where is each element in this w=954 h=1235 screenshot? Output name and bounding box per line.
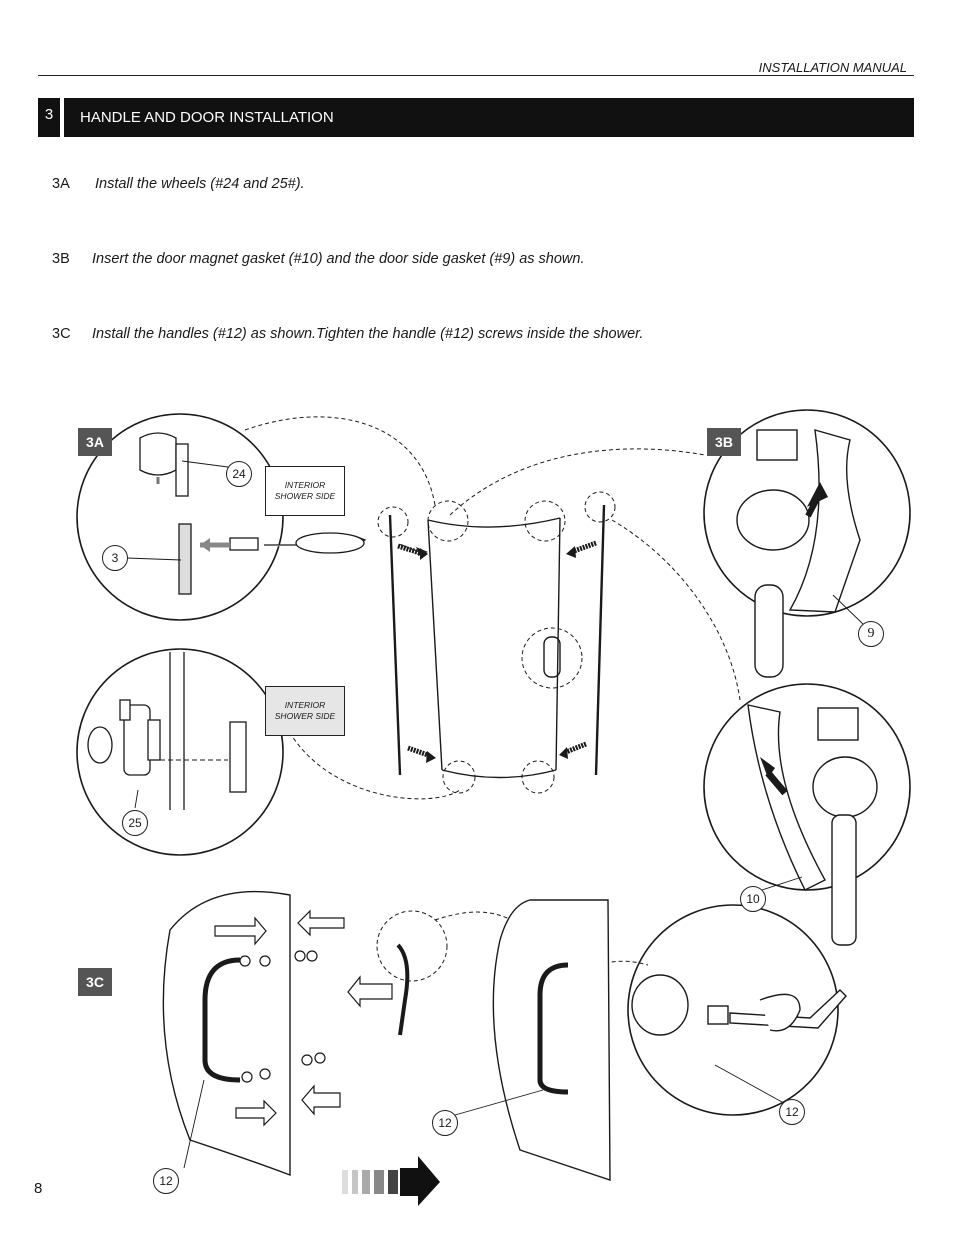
callout-12-right: 12 (779, 1099, 805, 1125)
step-text: Install the wheels (#24 and 25#). (95, 176, 305, 192)
callout-12-left: 12 (153, 1168, 179, 1194)
detail-3a-top (76, 413, 284, 621)
interior-side-label-top: INTERIOR SHOWER SIDE (265, 466, 345, 516)
callout-9: 9 (858, 621, 884, 647)
callout-3: 3 (102, 545, 128, 571)
step-3a: 3A Install the wheels (#24 and 25#). (52, 176, 305, 192)
section-number: 3 (38, 98, 60, 137)
step-text: Insert the door magnet gasket (#10) and … (92, 251, 585, 267)
callout-12-middle: 12 (432, 1110, 458, 1136)
header-rule (38, 75, 914, 76)
step-3c: 3C Install the handles (#12) as shown.Ti… (52, 326, 643, 342)
section-title: HANDLE AND DOOR INSTALLATION (80, 109, 334, 126)
step-text: Install the handles (#12) as shown.Tight… (92, 326, 644, 342)
detail-3b-bottom (703, 683, 911, 891)
callout-10: 10 (740, 886, 766, 912)
detail-3c-right (627, 904, 839, 1116)
detail-3a-bottom (76, 648, 284, 856)
step-code: 3C (52, 326, 71, 342)
page-number: 8 (34, 1180, 43, 1197)
badge-3b: 3B (707, 428, 741, 456)
interior-side-label-bottom: INTERIOR SHOWER SIDE (265, 686, 345, 736)
step-code: 3A (52, 176, 70, 192)
manual-label: INSTALLATION MANUAL (758, 60, 907, 75)
callout-24: 24 (226, 461, 252, 487)
direction-arrow (342, 1156, 440, 1206)
step-3b: 3B Insert the door magnet gasket (#10) a… (52, 251, 584, 267)
callout-25: 25 (122, 810, 148, 836)
section-title-bar: HANDLE AND DOOR INSTALLATION (64, 98, 914, 137)
badge-3c: 3C (78, 968, 112, 996)
badge-3a: 3A (78, 428, 112, 456)
step-code: 3B (52, 251, 70, 267)
detail-3b-top (703, 409, 911, 617)
